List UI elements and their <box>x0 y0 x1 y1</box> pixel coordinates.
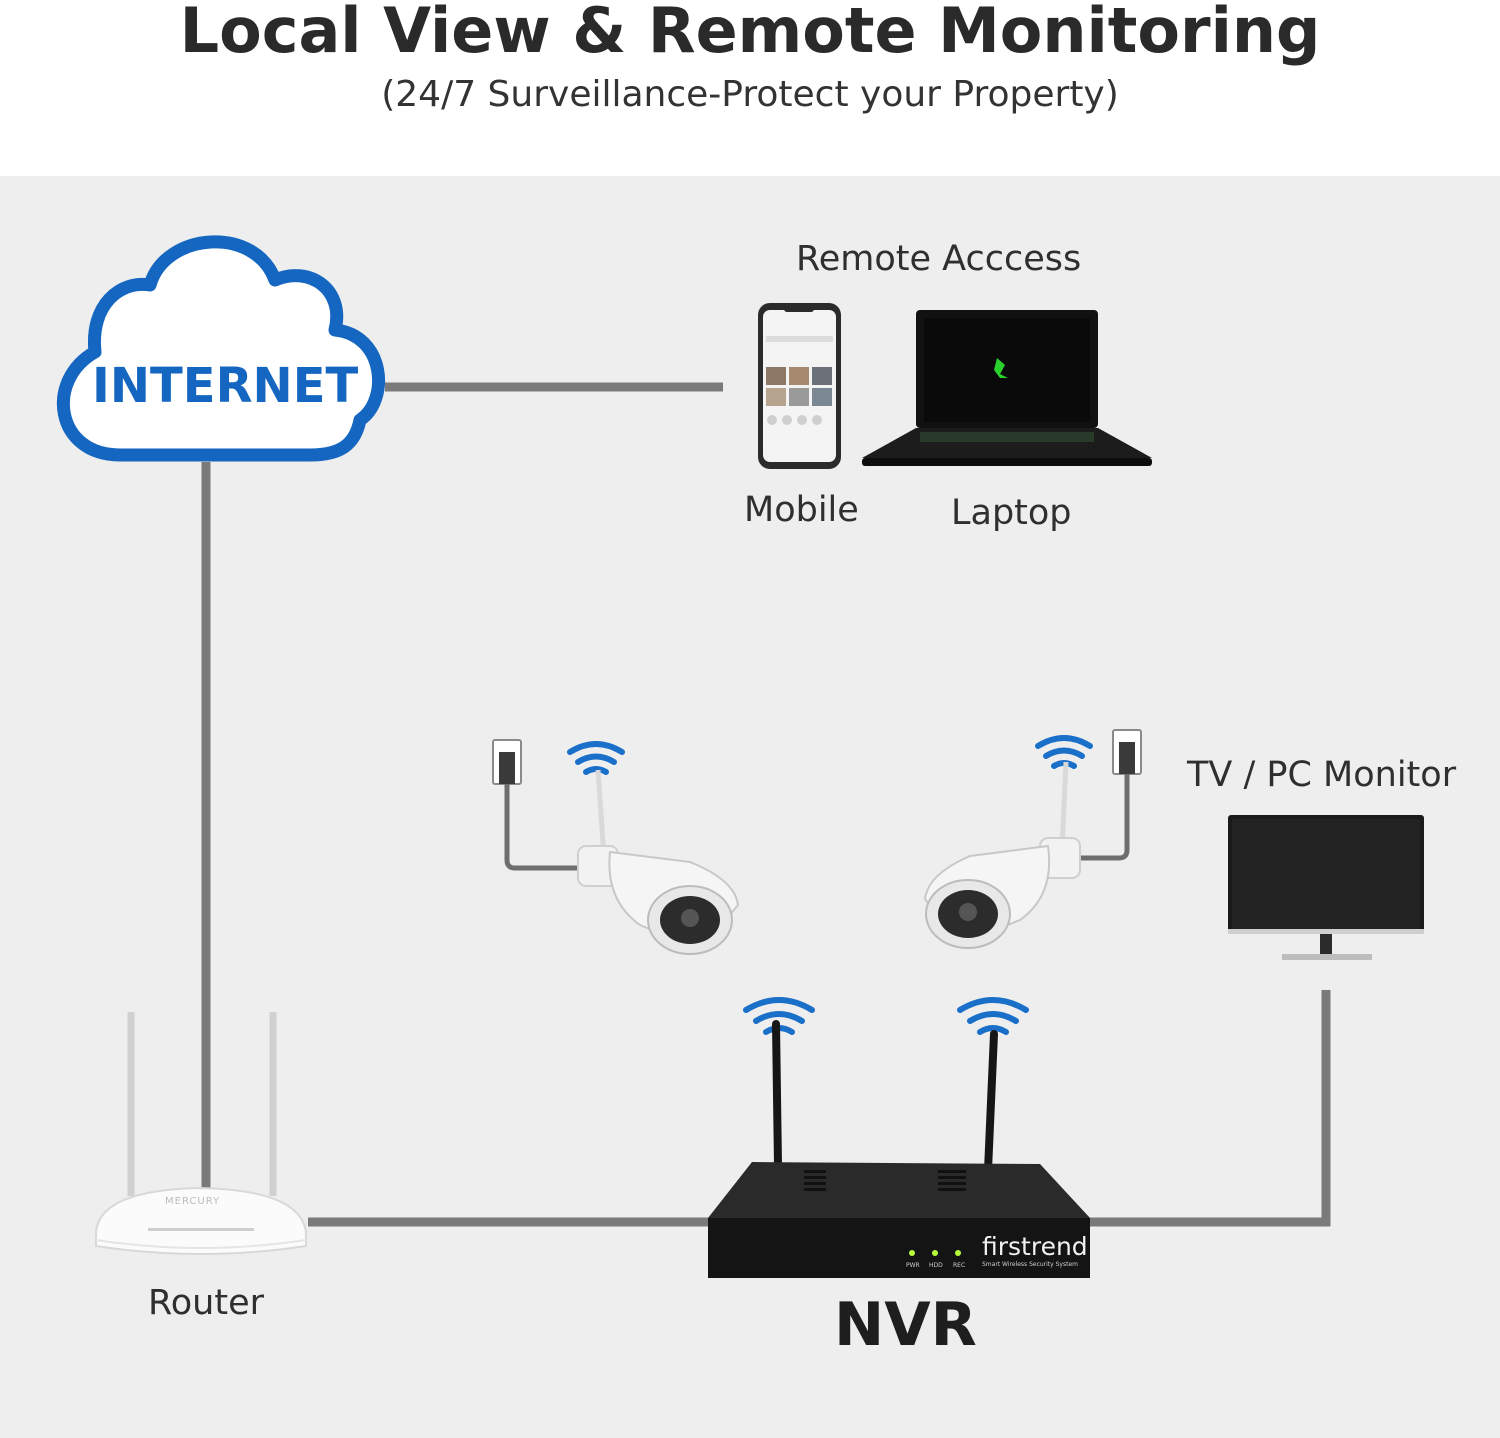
header: Local View & Remote Monitoring (24/7 Sur… <box>0 0 1500 176</box>
monitor-icon <box>1228 815 1424 960</box>
mobile-phone-icon <box>758 303 841 469</box>
tv-monitor-label: TV / PC Monitor <box>1187 755 1457 795</box>
nvr-brand-text: firstrend <box>982 1232 1088 1261</box>
router-brand-text: MERCURY <box>165 1196 221 1207</box>
laptop-label: Laptop <box>951 493 1072 533</box>
internet-label: INTERNET <box>92 358 359 414</box>
nvr-led-label: PWR <box>906 1262 920 1269</box>
router-icon <box>95 1012 307 1255</box>
laptop-icon <box>862 310 1152 466</box>
wifi-icon <box>567 741 625 775</box>
nvr-tagline-text: Smart Wireless Security System <box>982 1261 1078 1268</box>
nvr-label: NVR <box>834 1290 977 1360</box>
wifi-icon <box>957 997 1029 1035</box>
page-title: Local View & Remote Monitoring <box>179 0 1321 67</box>
nvr-led-label: HDD <box>929 1262 943 1269</box>
camera-right-icon <box>923 729 1142 949</box>
wifi-icon <box>1035 735 1093 769</box>
nvr-to-monitor-line <box>1086 990 1331 1227</box>
remote-access-label: Remote Acccess <box>796 239 1082 279</box>
mobile-label: Mobile <box>744 490 859 530</box>
cloud-icon <box>56 235 386 462</box>
page-subtitle: (24/7 Surveillance-Protect your Property… <box>381 74 1119 115</box>
connection-lines <box>201 382 1331 1227</box>
nvr-led-label: REC <box>953 1262 966 1269</box>
nvr-icon <box>708 1020 1090 1278</box>
camera-left-icon <box>492 739 740 955</box>
router-label: Router <box>148 1283 264 1323</box>
